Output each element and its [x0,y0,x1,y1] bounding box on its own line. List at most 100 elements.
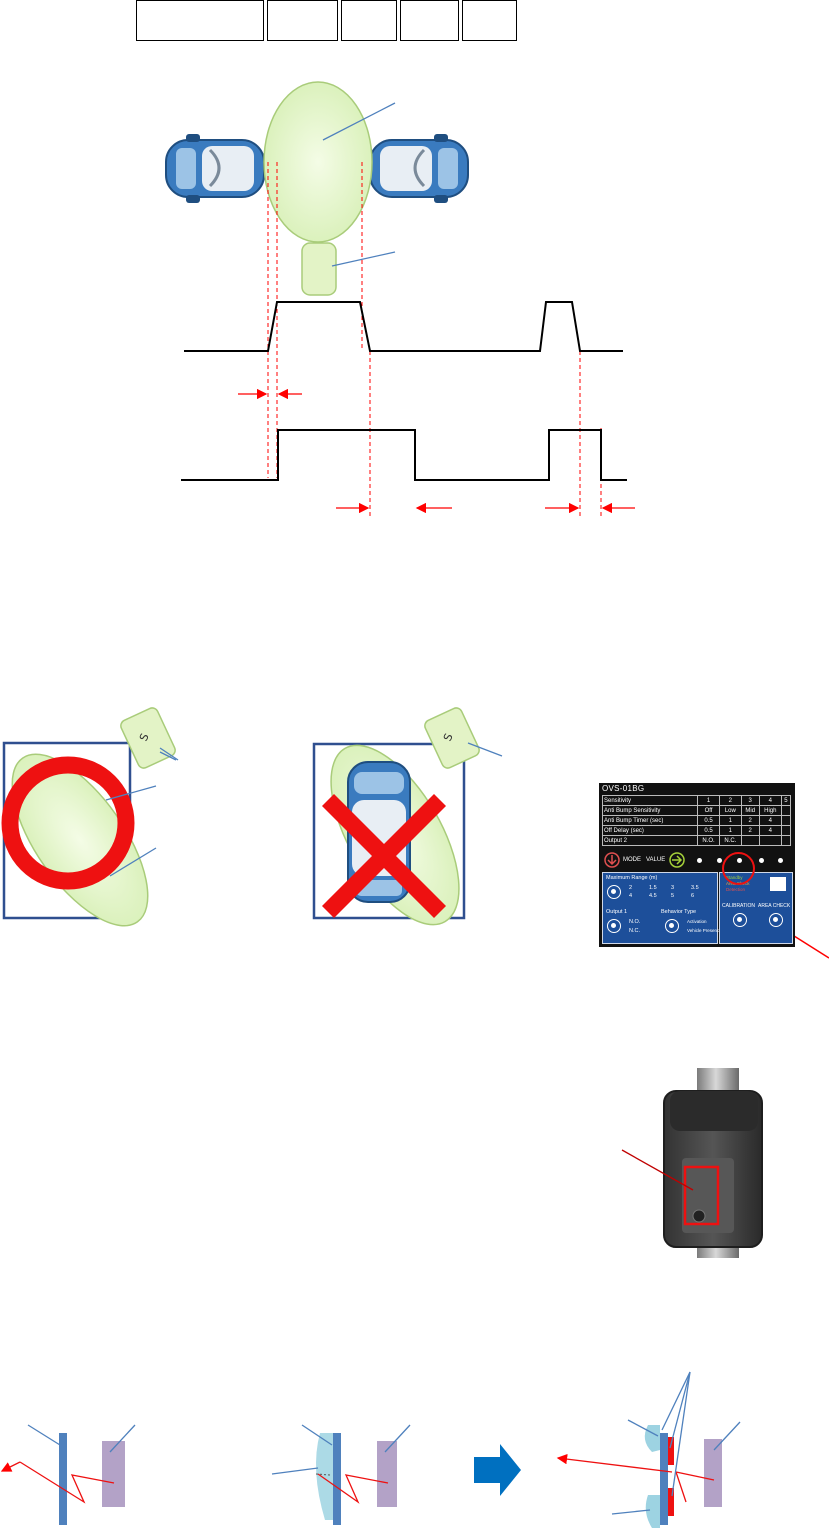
table-row-label: Anti Bump Timer (sec) [602,815,698,826]
table-cell [780,815,792,826]
area-check-label: AREA CHECK [758,903,791,909]
behavior-option: Activation [687,919,707,924]
table-cell: N.C. [719,835,742,846]
callout-line-lens [621,1149,694,1191]
calibration-highlight-circle [722,852,755,885]
range-option: 5 [671,893,675,899]
area-check-button[interactable] [769,913,783,927]
detection-zone-tilted-left [11,753,149,927]
arrow-right-icon [474,1444,521,1496]
table-cell: 0.5 [696,825,721,836]
table-cell: 1 [719,825,742,836]
sensor-letter-left: S [137,731,152,743]
table-cell: 2 [740,815,760,826]
indicator-led [778,858,783,863]
table-cell: High [758,805,782,816]
table-row: Anti Bump Sensitivity Off Low Mid High [602,805,792,816]
range-option: 4.5 [649,893,657,899]
range-option: 3 [671,885,675,891]
reflection-diagram-masked [556,1371,741,1528]
table-cell: Low [719,805,742,816]
wrong-x-icon [321,793,447,919]
table-header-cell: 4 [758,795,782,806]
indicator-led [759,858,764,863]
control-panel: OVS-01BG Sensitivity 1 2 3 4 5 Anti Bump… [599,783,795,947]
indicator-led [717,858,722,863]
range-option: 2 [629,885,633,891]
table-cell [740,835,760,846]
range-option: 6 [691,893,695,899]
output-option: N.O. [629,919,641,925]
table-cell: 1 [719,815,742,826]
table-row-label: Output 2 [602,835,698,846]
arrow-right-circle-icon[interactable] [669,852,685,868]
sensor-head [301,242,337,296]
header-box-2 [267,0,338,41]
parking-space-right [312,742,466,920]
callout-line-sensor [331,251,396,267]
header-box-3 [341,0,397,41]
table-cell: 4 [758,815,782,826]
table-header-cell: 5 [780,795,792,806]
callout-line-sensor-right [467,742,503,757]
table-row-label: Off Delay (sec) [602,825,698,836]
table-cell: Off [696,805,721,816]
output-option: N.C. [629,928,640,934]
table-cell: Mid [740,805,760,816]
reflection-diagram-dirty [271,1424,411,1525]
calibration-button[interactable] [733,913,747,927]
range-option: 3.5 [691,885,699,891]
behavior-option: Vehicle Presence [687,928,722,933]
status-detection: Detection [726,887,746,892]
table-row: Output 2 N.O. N.C. [602,835,792,846]
settings-table: Sensitivity 1 2 3 4 5 Anti Bump Sensitiv… [602,795,792,846]
table-cell [758,835,782,846]
table-header-cell: 1 [696,795,721,806]
callout-line-sensor-left-2 [159,751,177,761]
car-left-icon [165,134,265,203]
behavior-button[interactable] [665,919,679,933]
detection-zone [263,81,373,243]
table-row-label: Anti Bump Sensitivity [602,805,698,816]
sensor-letter-right: S [441,731,456,743]
arrow-down-icon[interactable] [604,852,620,868]
table-cell: N.O. [696,835,721,846]
reflection-diagram-clean [0,1424,136,1525]
max-range-label: Maximum Range (m) [606,875,658,881]
table-cell [780,805,792,816]
table-cell [780,835,792,846]
table-cell [780,825,792,836]
status-window [770,877,786,891]
table-header-cell: 2 [719,795,742,806]
callout-line-zone-left [109,847,157,877]
calibration-label: CALIBRATION [722,903,755,909]
table-cell: 2 [740,825,760,836]
header-box-4 [400,0,459,41]
sensor-head-right [424,707,480,769]
range-button[interactable] [607,885,621,899]
table-cell: 4 [758,825,782,836]
car-right-icon [369,134,469,203]
table-header-label: Sensitivity [602,795,698,806]
timing-arrows [238,388,635,514]
table-header-cell: 3 [740,795,760,806]
output-button[interactable] [607,919,621,933]
behavior-label: Behavior Type [661,909,697,915]
table-row: Off Delay (sec) 0.5 1 2 4 [602,825,792,836]
indicator-led [697,858,702,863]
value-label: VALUE [646,857,666,863]
table-header-row: Sensitivity 1 2 3 4 5 [602,795,792,806]
mode-label: MODE [623,857,641,863]
waveform-output [181,429,627,481]
range-output-section: Maximum Range (m) 2 1.5 3 3.5 4 4.5 5 6 … [602,872,722,944]
lens-window-highlight [683,1165,720,1226]
table-cell: 0.5 [696,815,721,826]
range-option: 4 [629,893,633,899]
callout-line-sensor-left [159,747,179,761]
output-label: Output 1 [606,909,628,915]
range-option: 1.5 [649,885,657,891]
sensor-product-photo [663,1068,763,1258]
panel-model: OVS-01BG [602,784,645,793]
header-box-1 [136,0,264,41]
